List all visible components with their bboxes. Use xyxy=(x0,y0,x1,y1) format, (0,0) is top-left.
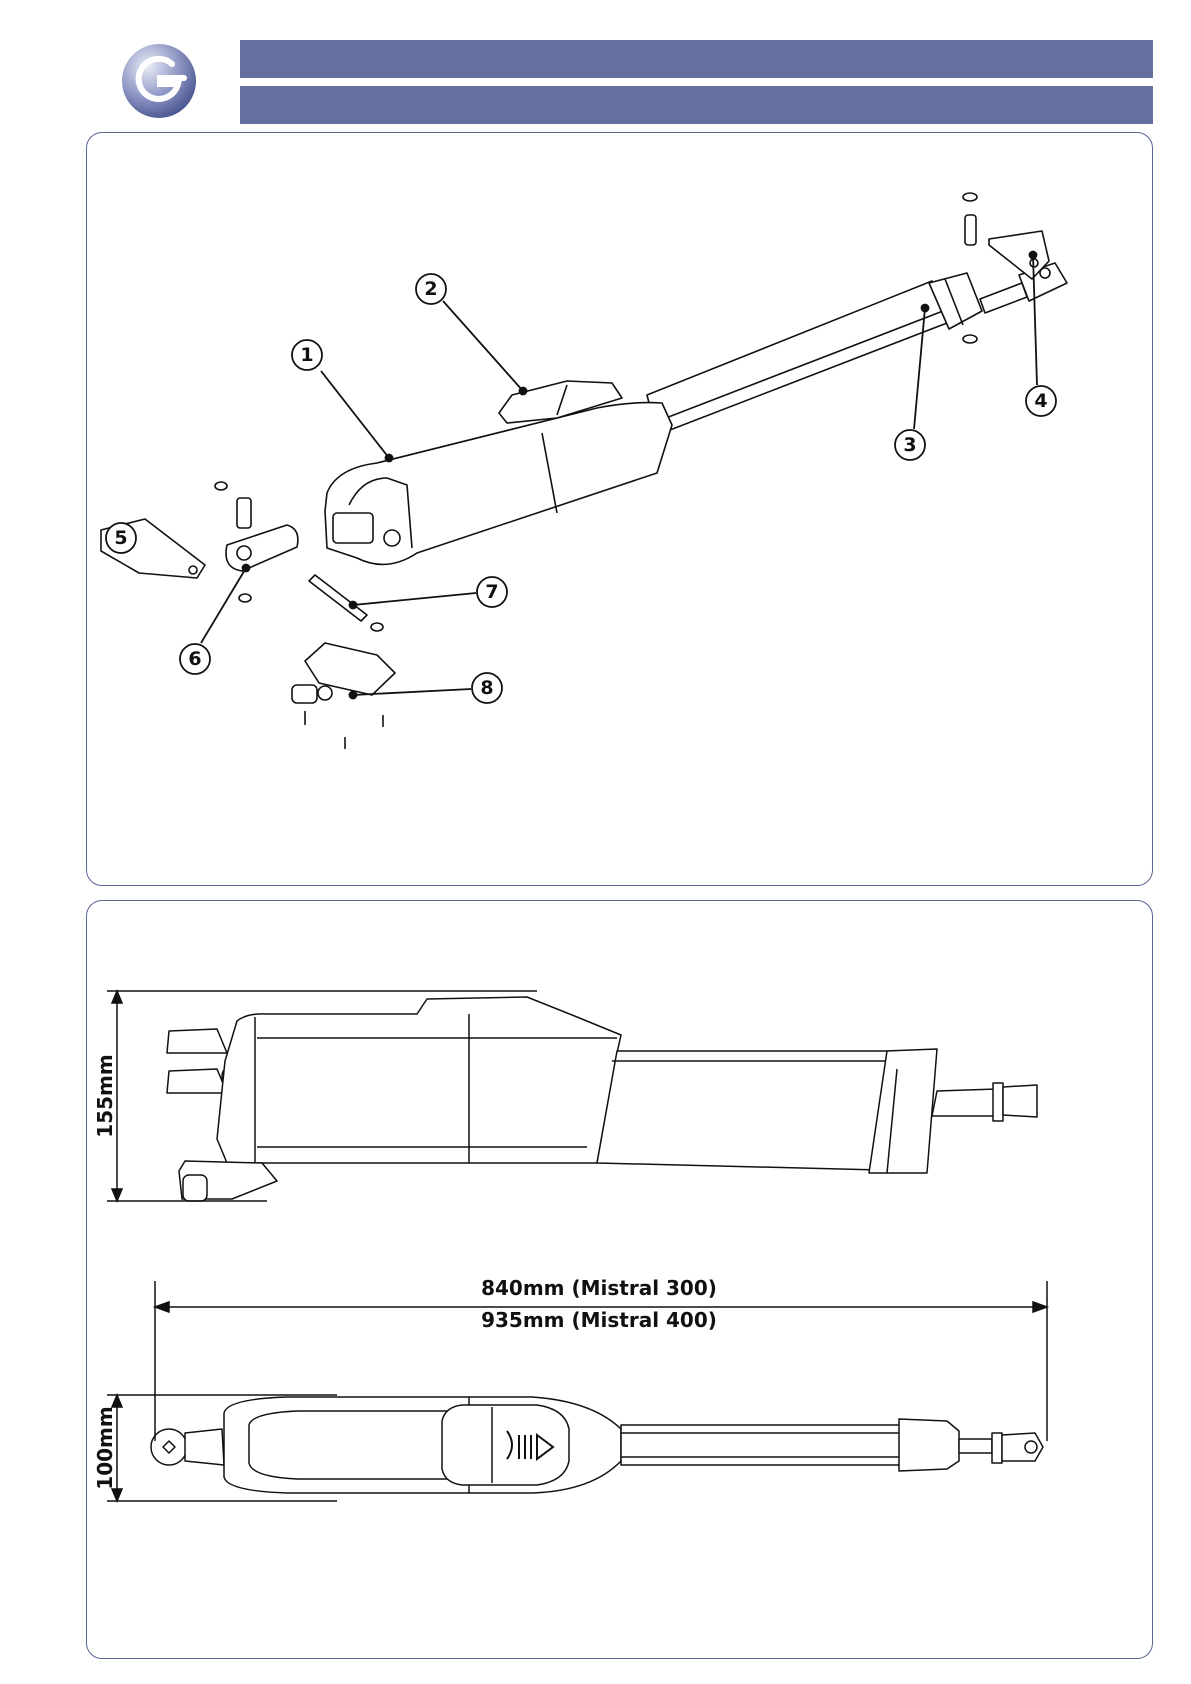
callout-label-7: 7 xyxy=(485,581,498,603)
rear-pin xyxy=(237,498,251,528)
header-bar-bottom xyxy=(240,86,1153,124)
dimensions-panel: 155mm 100mm 840mm (Mistral 300) 935mm (M… xyxy=(86,900,1153,1659)
front-pin xyxy=(965,215,976,245)
callout-label-2: 2 xyxy=(424,278,437,300)
manufacturer-logo-icon xyxy=(120,42,198,120)
motor-housing xyxy=(325,403,672,565)
side-view-actuator xyxy=(167,997,1037,1201)
piston-tube xyxy=(647,281,947,435)
dimensions-drawing: 155mm 100mm 840mm (Mistral 300) 935mm (M… xyxy=(87,901,1154,1660)
header-bar-top xyxy=(240,40,1153,78)
exploded-view-panel: 1 2 3 4 5 6 7 8 xyxy=(86,132,1153,886)
callout-label-4: 4 xyxy=(1034,390,1047,412)
long-pin xyxy=(309,575,367,621)
junction-box xyxy=(305,643,395,695)
callout-label-8: 8 xyxy=(480,677,493,699)
piston-rod xyxy=(980,283,1027,313)
height-dimension-label: 155mm xyxy=(93,1054,117,1137)
rear-fork xyxy=(226,525,298,571)
callout-label-5: 5 xyxy=(114,527,127,549)
exploded-view-drawing: 1 2 3 4 5 6 7 8 xyxy=(87,133,1154,887)
top-view-actuator xyxy=(151,1397,1043,1493)
width-dimension-label: 100mm xyxy=(93,1406,117,1489)
callout-label-1: 1 xyxy=(300,344,313,366)
callout-label-3: 3 xyxy=(903,434,916,456)
length-mistral-400-label: 935mm (Mistral 400) xyxy=(481,1308,717,1332)
length-mistral-300-label: 840mm (Mistral 300) xyxy=(481,1276,717,1300)
callout-label-6: 6 xyxy=(188,648,201,670)
